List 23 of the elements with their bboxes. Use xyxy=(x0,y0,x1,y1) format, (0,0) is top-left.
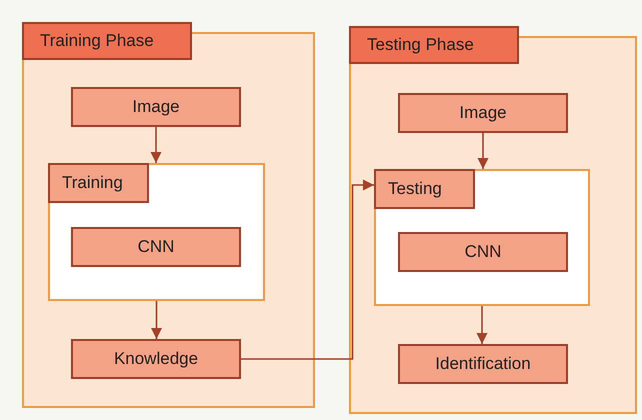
box-label: Identification xyxy=(435,353,531,376)
arrow xyxy=(241,179,374,360)
box-label: Knowledge xyxy=(114,348,198,370)
group-title: Training xyxy=(48,163,149,203)
phase-title: Testing Phase xyxy=(349,26,519,64)
process-group xyxy=(374,169,590,306)
box-label: Image xyxy=(132,96,180,118)
box-label: Image xyxy=(459,102,507,124)
process-box xyxy=(71,87,241,127)
process-box xyxy=(398,344,568,384)
process-group xyxy=(48,163,265,301)
process-box xyxy=(71,227,241,267)
phase-title: Training Phase xyxy=(22,22,192,60)
process-box xyxy=(71,339,241,379)
box-label: CNN xyxy=(464,241,502,264)
process-box xyxy=(398,93,568,133)
group-title: Testing xyxy=(374,169,475,209)
box-label: CNN xyxy=(138,236,174,258)
arrow xyxy=(150,127,162,163)
arrow xyxy=(150,301,162,339)
arrow xyxy=(476,306,488,344)
arrow xyxy=(477,133,489,169)
process-box xyxy=(398,232,568,272)
